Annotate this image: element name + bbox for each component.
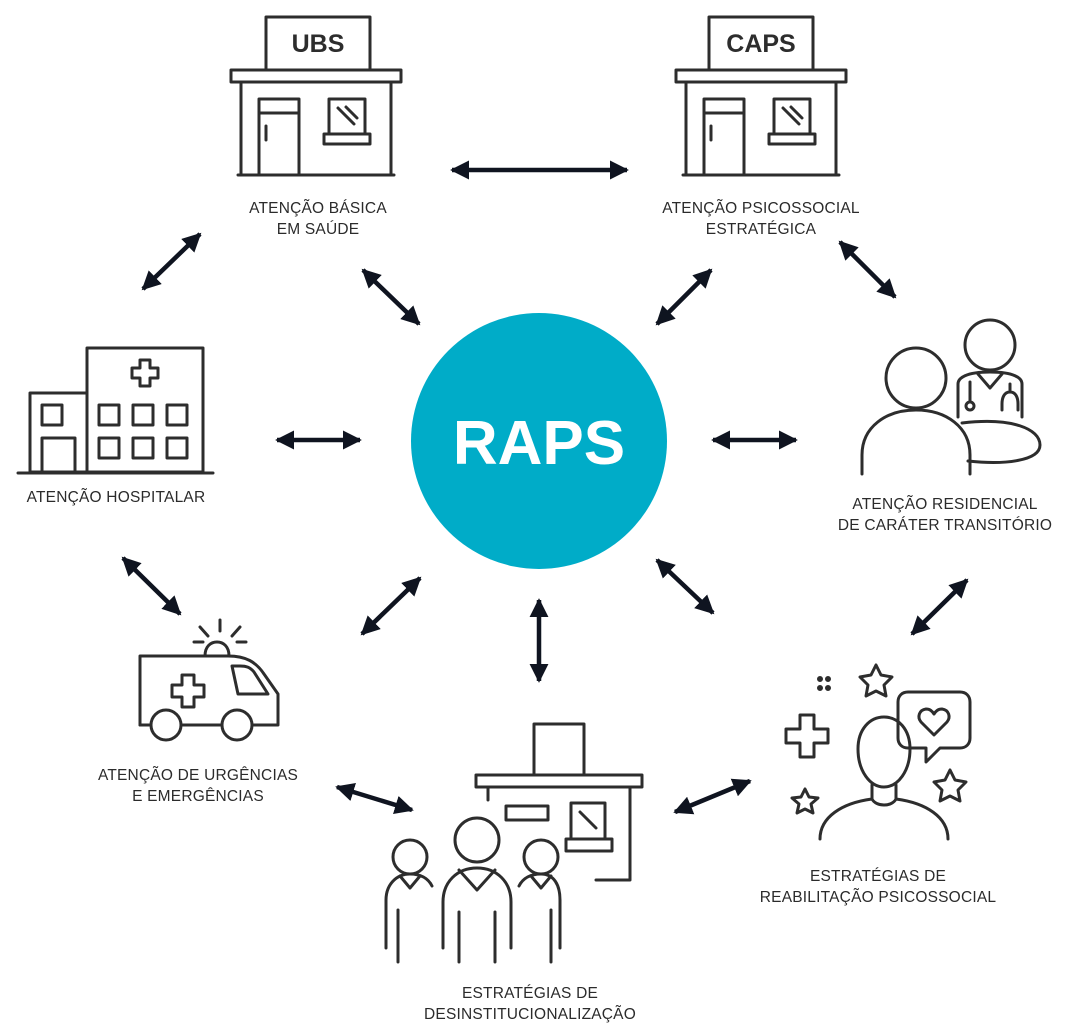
ubs-building-icon bbox=[229, 15, 403, 177]
label-urgencias: ATENÇÃO DE URGÊNCIAS E EMERGÊNCIAS bbox=[78, 765, 318, 807]
arrow-raps-reabilitacao bbox=[655, 558, 715, 615]
label-residencial: ATENÇÃO RESIDENCIAL DE CARÁTER TRANSITÓR… bbox=[828, 494, 1062, 536]
arrow-ubs-hospital bbox=[141, 232, 202, 291]
arrow-caps-residencial bbox=[838, 240, 897, 299]
label-reabilitacao-line-2: REABILITAÇÃO PSICOSSOCIAL bbox=[759, 889, 997, 906]
consultation-icon bbox=[860, 318, 1042, 476]
arrow-hospital-urgencias bbox=[121, 556, 182, 616]
caps-building-icon bbox=[674, 15, 848, 177]
arrow-raps-urgencias bbox=[360, 576, 422, 636]
label-ubs-line-1: ATENÇÃO BÁSICA bbox=[249, 200, 387, 217]
label-residencial-line-1: ATENÇÃO RESIDENCIAL bbox=[852, 496, 1038, 513]
label-hospital-line-1: ATENÇÃO HOSPITALAR bbox=[26, 489, 206, 506]
connector-arrows bbox=[121, 160, 969, 815]
arrow-desinst-reabilitacao bbox=[673, 778, 752, 815]
person-care-icon bbox=[784, 663, 972, 841]
label-desinst-line-1: ESTRATÉGIAS DE bbox=[461, 985, 598, 1002]
ambulance-icon bbox=[138, 618, 280, 742]
label-caps-line-1: ATENÇÃO PSICOSSOCIAL bbox=[662, 200, 860, 217]
label-hospital: ATENÇÃO HOSPITALAR bbox=[6, 487, 226, 508]
hospital-icon bbox=[16, 346, 215, 475]
label-urgencias-line-2: E EMERGÊNCIAS bbox=[132, 788, 264, 805]
label-reabilitacao: ESTRATÉGIAS DE REABILITAÇÃO PSICOSSOCIAL bbox=[738, 866, 1018, 908]
label-ubs: ATENÇÃO BÁSICA EM SAÚDE bbox=[218, 198, 418, 240]
arrow-caps-raps bbox=[655, 268, 713, 326]
label-desinst-line-2: DESINSTITUCIONALIZAÇÃO bbox=[424, 1006, 636, 1023]
label-urgencias-line-1: ATENÇÃO DE URGÊNCIAS bbox=[97, 767, 299, 784]
label-ubs-line-2: EM SAÚDE bbox=[276, 221, 360, 238]
label-caps-line-2: ESTRATÉGICA bbox=[705, 221, 817, 238]
arrow-ubs-raps bbox=[361, 268, 421, 326]
raps-center: RAPS bbox=[411, 313, 667, 569]
label-desinst: ESTRATÉGIAS DE DESINSTITUCIONALIZAÇÃO bbox=[395, 983, 665, 1025]
label-caps: ATENÇÃO PSICOSSOCIAL ESTRATÉGICA bbox=[636, 198, 886, 240]
ubs-sign: UBS bbox=[292, 30, 345, 58]
arrow-urgencias-desinst bbox=[335, 782, 414, 815]
label-reabilitacao-line-1: ESTRATÉGIAS DE bbox=[809, 868, 946, 885]
raps-label: RAPS bbox=[453, 409, 625, 478]
people-building-icon bbox=[384, 722, 644, 964]
caps-sign: CAPS bbox=[726, 30, 795, 58]
label-residencial-line-2: DE CARÁTER TRANSITÓRIO bbox=[837, 517, 1053, 534]
arrow-residencial-reabilitacao bbox=[910, 578, 969, 636]
raps-circle bbox=[411, 313, 667, 569]
